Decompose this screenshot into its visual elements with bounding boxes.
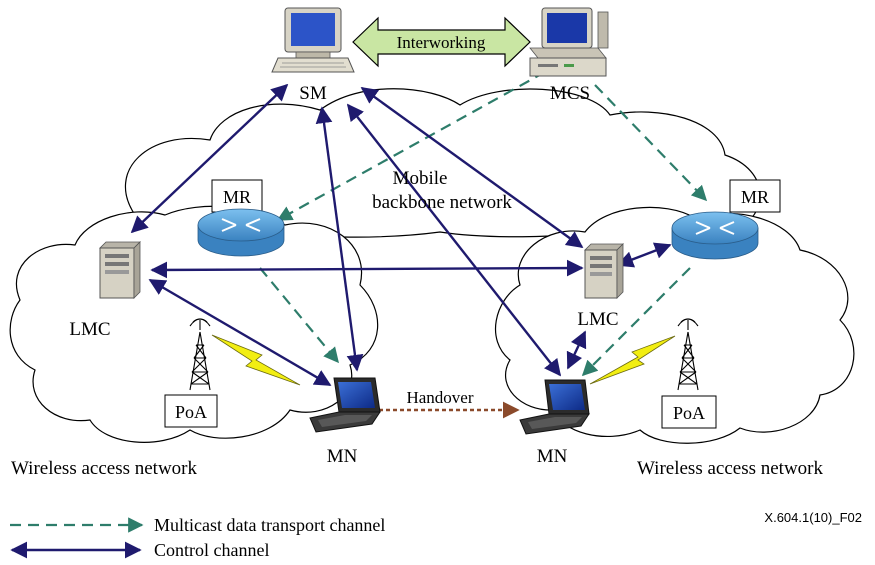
control-lmc-left-lmc-right: [150, 259, 584, 279]
legend: Multicast data transport channel Control…: [10, 515, 385, 560]
wireless-left-label: Wireless access network: [11, 458, 197, 479]
lmc-right-server-icon: [584, 243, 624, 299]
control-lmc-left-mn-left: [148, 278, 332, 387]
handover-label: Handover: [406, 388, 473, 407]
poa-right-label: PoA: [673, 403, 705, 423]
control-lmc-right-mn-right: [566, 330, 587, 370]
router-right-icon: [671, 211, 759, 260]
mr-left-label: MR: [223, 187, 251, 207]
control-channels: [130, 83, 672, 387]
poa-left-antenna-icon: [189, 318, 211, 391]
sm-label: SM: [299, 83, 327, 104]
wireless-right-label: Wireless access network: [637, 458, 823, 479]
backbone-label-line1: Mobile: [393, 168, 448, 189]
interworking-label: Interworking: [397, 33, 486, 52]
lmc-left-label: LMC: [69, 319, 110, 340]
poa-left-box: [164, 394, 218, 428]
poa-right-antenna-icon: [677, 318, 699, 391]
figure-id: X.604.1(10)_F02: [764, 510, 862, 525]
lightning-bolt-right-icon: [589, 335, 676, 385]
mcs-server-icon: [529, 7, 609, 77]
mn-right-label: MN: [537, 446, 568, 467]
sm-computer-icon: [271, 7, 355, 73]
router-left-icon: [197, 208, 285, 257]
mn-left-laptop-icon: [309, 377, 381, 433]
legend-control-label: Control channel: [154, 540, 269, 560]
poa-right-box: [661, 395, 717, 429]
control-sm-lmc-left: [130, 83, 289, 234]
mr-right-box: [729, 179, 781, 213]
interworking-arrow: Interworking: [352, 16, 531, 68]
mr-right-label: MR: [741, 187, 769, 207]
legend-multicast-label: Multicast data transport channel: [154, 515, 385, 535]
multicast-mcs-to-mr-right: [594, 84, 708, 202]
mcs-label: MCS: [550, 83, 590, 104]
lmc-left-server-icon: [99, 241, 141, 299]
poa-left-label: PoA: [175, 402, 207, 422]
lmc-right-label: LMC: [577, 309, 618, 330]
backbone-label-line2: backbone network: [372, 192, 512, 213]
multicast-mr-right-to-mn-right: [581, 267, 691, 377]
control-sm-lmc-right: [360, 87, 584, 248]
mn-left-label: MN: [327, 446, 358, 467]
mn-right-laptop-icon: [519, 379, 590, 435]
control-lmc-right-mr-right: [616, 242, 672, 268]
lightning-bolt-left-icon: [211, 334, 301, 386]
